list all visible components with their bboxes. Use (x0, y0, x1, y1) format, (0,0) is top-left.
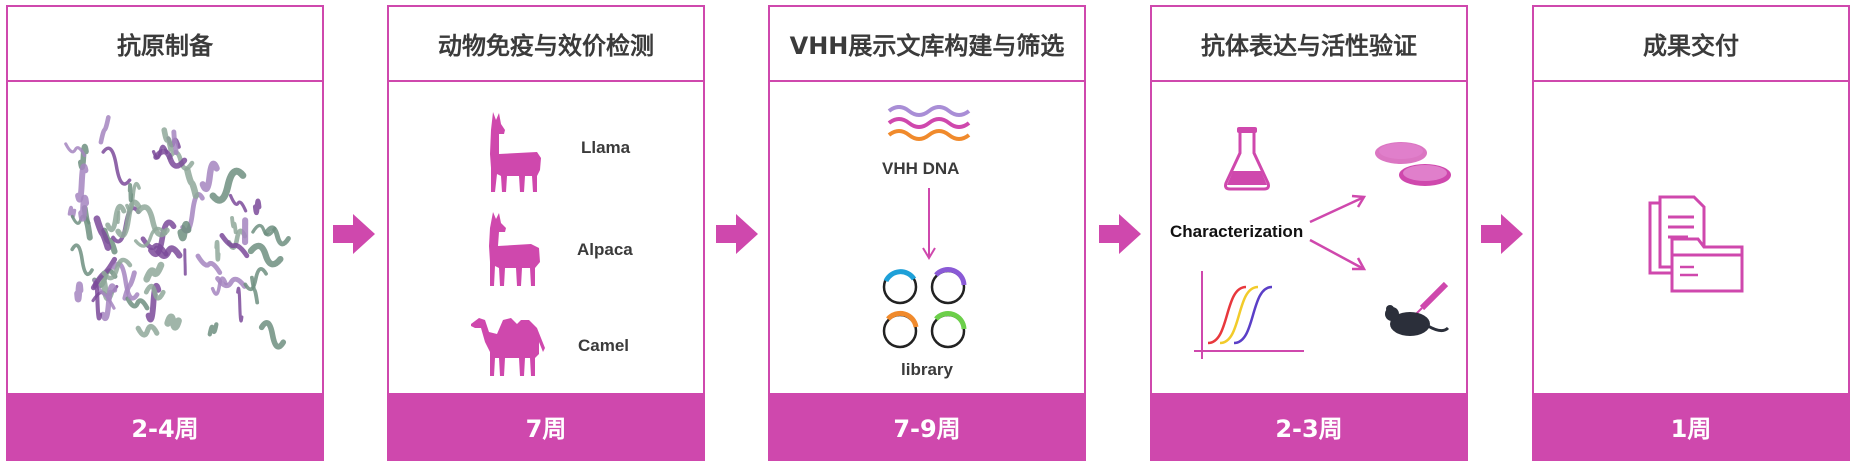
animal-label-llama: Llama (581, 138, 631, 157)
llama-icon (490, 112, 541, 192)
protein-ribbon (161, 127, 174, 152)
arrow-down-icon (922, 188, 936, 260)
protein-ribbon (258, 319, 287, 350)
step-panel-immunization: 动物免疫与效价检测 Llama Alpaca Camel 7周 (387, 5, 705, 461)
mouse-syringe-icon (1385, 282, 1450, 336)
step-title: 动物免疫与效价检测 (389, 7, 703, 82)
protein-ribbon (133, 226, 168, 248)
step-duration: 7周 (389, 393, 703, 459)
protein-ribbon (64, 142, 87, 158)
step-title: 抗原制备 (8, 7, 322, 82)
protein-ribbon (252, 198, 262, 216)
protein-ribbon (145, 283, 162, 323)
protein-ribbon (207, 322, 219, 337)
flask-icon (1224, 127, 1270, 191)
protein-ribbon (153, 148, 188, 169)
protein-ribbon (74, 281, 84, 303)
step-duration: 7-9周 (770, 393, 1084, 459)
protein-ribbon (143, 283, 166, 301)
protein-ribbon (101, 146, 132, 186)
protein-ribbon (243, 267, 268, 292)
step-duration: 2-3周 (1152, 393, 1466, 459)
step-body (1534, 82, 1848, 393)
protein-ribbon (251, 223, 277, 237)
protein-ribbon (75, 163, 89, 203)
step-body: VHH DNA library (770, 82, 1084, 393)
step-panel-delivery: 成果交付 1周 (1532, 5, 1850, 461)
branch-arrows-icon (1309, 194, 1367, 271)
petri-dish-icon (1375, 142, 1451, 186)
protein-ribbon (247, 242, 284, 268)
protein-ribbon (143, 261, 165, 283)
protein-ribbon (210, 276, 228, 296)
protein-ribbon (228, 193, 248, 213)
protein-ribbon (115, 199, 142, 239)
step-title: 成果交付 (1534, 7, 1848, 82)
protein-ribbon (219, 233, 250, 259)
protein-ribbon (125, 296, 150, 311)
animal-label-alpaca: Alpaca (577, 240, 633, 259)
characterization-label: Characterization (1170, 222, 1304, 241)
documents-folder-icon (1648, 195, 1744, 293)
protein-ribbon (153, 245, 183, 259)
step-body (8, 82, 322, 393)
arrow-right-icon (1099, 214, 1141, 254)
animal-label-camel: Camel (578, 336, 630, 355)
protein-ribbon (101, 257, 133, 281)
step-duration: 2-4周 (8, 393, 322, 459)
protein-ribbon (164, 313, 182, 331)
protein-ribbon (199, 160, 220, 193)
protein-ribbon (105, 203, 127, 233)
protein-ribbon (183, 248, 187, 276)
arrow-right-icon (1481, 214, 1523, 254)
protein-ribbon (135, 204, 170, 238)
dna-waves-icon (887, 105, 971, 141)
arrow-right-icon (716, 214, 758, 254)
step-body: Llama Alpaca Camel (389, 82, 703, 393)
protein-ribbon (98, 115, 111, 145)
protein-ribbon (263, 225, 291, 247)
protein-ribbon (78, 194, 90, 222)
protein-ribbon (184, 166, 200, 199)
step-title: VHH展示文库构建与筛选 (770, 7, 1084, 82)
step-body: Characterization (1152, 82, 1466, 393)
protein-ribbon (127, 183, 134, 203)
protein-ribbon (215, 276, 247, 289)
protein-ribbon (135, 323, 160, 338)
protein-ribbon (209, 167, 247, 204)
alpaca-icon (489, 212, 540, 286)
camel-icon (471, 318, 545, 376)
protein-ribbon (100, 283, 118, 322)
step-duration: 1周 (1534, 393, 1848, 459)
protein-structure-icon (64, 115, 291, 350)
library-label: library (901, 360, 953, 379)
arrow-right-icon (333, 214, 375, 254)
protein-ribbon (177, 220, 192, 242)
protein-ribbon (214, 240, 221, 262)
protein-ribbon (250, 275, 260, 305)
dna-label: VHH DNA (882, 159, 960, 178)
protein-ribbon (67, 205, 77, 219)
binding-curves-icon (1194, 271, 1304, 359)
protein-ribbon (148, 219, 177, 257)
protein-ribbon (92, 281, 103, 321)
protein-ribbon (70, 243, 94, 276)
protein-ribbon (195, 253, 223, 275)
protein-ribbon (236, 286, 244, 323)
protein-ribbon (171, 129, 179, 155)
protein-ribbon (93, 215, 112, 251)
protein-ribbon (230, 216, 238, 235)
step-panel-expression: 抗体表达与活性验证 Characterization (1150, 5, 1468, 461)
step-panel-library: VHH展示文库构建与筛选 VHH DNA library 7-9周 (768, 5, 1086, 461)
step-title: 抗体表达与活性验证 (1152, 7, 1466, 82)
plasmid-library-icon (882, 267, 967, 349)
step-panel-antigen: 抗原制备 2-4周 (6, 5, 324, 461)
